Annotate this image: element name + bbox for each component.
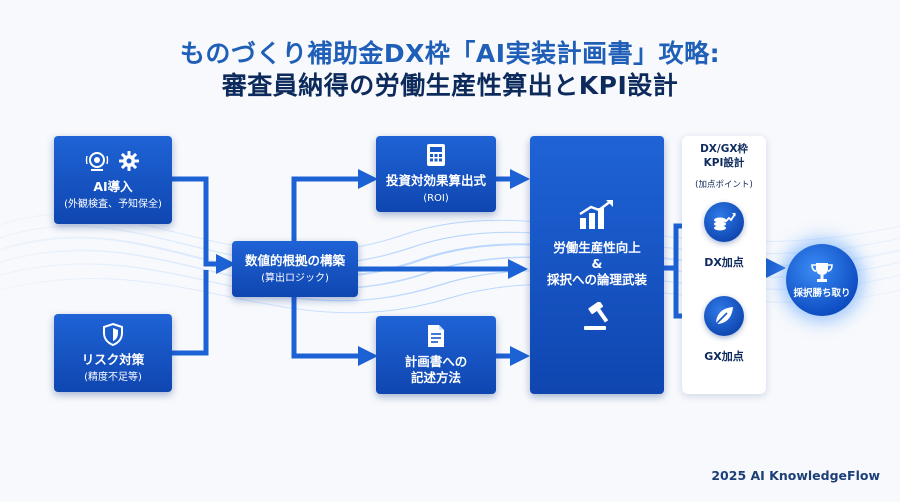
node-plan-writing: 計画書への 記述方法 [376, 316, 496, 394]
productivity-line3: 採択への論理武装 [546, 272, 647, 288]
goal-label: 採択勝ち取り [793, 288, 851, 299]
roi-label: 投資対効果算出式 [385, 173, 486, 189]
numeric-label: 数値的根拠の構築 [244, 253, 345, 269]
kpi-line2: KPI設計 [703, 156, 745, 169]
dx-label: DX加点 [704, 256, 744, 269]
productivity-line1: 労働生産性向上 [553, 239, 641, 255]
coins-growth-icon [714, 213, 736, 231]
numeric-sub: (算出ロジック) [261, 272, 329, 284]
title-line1: ものづくり補助金DX枠「AI実装計画書」攻略: [179, 39, 721, 68]
document-icon [428, 324, 444, 347]
node-numeric-basis: 数値的根拠の構築 (算出ロジック) [232, 241, 358, 297]
chart-growth-icon [579, 199, 613, 229]
trophy-icon [811, 263, 833, 282]
dx-circle [704, 202, 744, 242]
gavel-icon [584, 302, 609, 331]
leaf-icon [715, 307, 733, 325]
risk-label: リスク対策 [81, 352, 145, 368]
kpi-head: DX/GX枠 KPI設計 [682, 143, 766, 170]
gx-circle [704, 296, 744, 336]
node-productivity: 労働生産性向上 & 採択への論理武装 [530, 136, 664, 394]
footer-credit: 2025 AI KnowledgeFlow [711, 468, 880, 483]
node-risk: リスク対策 (精度不足等) [54, 314, 172, 392]
kpi-line1: DX/GX枠 [700, 143, 748, 155]
kpi-note: (加点ポイント) [695, 180, 753, 190]
plan-label-2: 記述方法 [410, 370, 461, 385]
calculator-icon [427, 144, 445, 167]
kpi-panel: DX/GX枠 KPI設計 (加点ポイント) DX加点 GX加点 [682, 136, 766, 394]
node-roi: 投資対効果算出式 (ROI) [376, 136, 496, 212]
shield-icon [103, 323, 123, 347]
plan-label-1: 計画書への [404, 353, 468, 369]
risk-sub: (精度不足等) [84, 371, 142, 383]
gx-label: GX加点 [704, 350, 744, 363]
title-line2: 審査員納得の労働生産性算出とKPI設計 [221, 71, 679, 100]
ai-intro-sub: (外観検査、予知保全) [64, 198, 162, 210]
roi-sub: (ROI) [423, 192, 449, 204]
node-ai-intro: AI導入 (外観検査、予知保全) [54, 136, 172, 224]
productivity-line2: & [591, 255, 603, 271]
gear-icon [119, 151, 139, 172]
ai-intro-label: AI導入 [93, 179, 133, 195]
goal-circle: 採択勝ち取り [786, 244, 858, 316]
camera-icon [85, 152, 109, 172]
